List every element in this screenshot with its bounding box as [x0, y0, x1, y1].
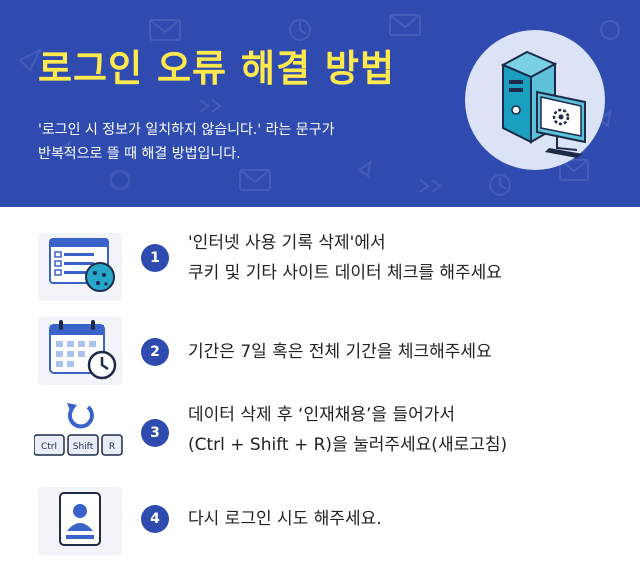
- step-text: 기간은 7일 혹은 전체 기간을 체크해주세요: [188, 337, 492, 367]
- step-number-badge: 4: [141, 505, 169, 533]
- refresh-keys-icon: Ctrl Shift R: [33, 397, 126, 465]
- subtitle-line-1: '로그인 시 정보가 일치하지 않습니다.' 라는 문구가: [38, 122, 335, 138]
- browser-cookie-icon: [34, 233, 126, 301]
- steps-list: 1 '인터넷 사용 기록 삭제'에서 쿠키 및 기타 사이트 데이터 체크를 해…: [0, 207, 640, 580]
- key-r: R: [109, 442, 115, 452]
- computer-settings-illustration: [465, 30, 605, 170]
- step-text: '인터넷 사용 기록 삭제'에서 쿠키 및 기타 사이트 데이터 체크를 해주세…: [188, 228, 502, 288]
- step-number-badge: 3: [141, 419, 169, 447]
- background-pattern: [18, 14, 620, 196]
- subtitle-line-2: 반복적으로 뜰 때 해결 방법입니다.: [38, 146, 241, 162]
- key-shift: Shift: [73, 442, 94, 452]
- step-1-line-1: '인터넷 사용 기록 삭제'에서: [188, 233, 386, 253]
- step-1-line-2: 쿠키 및 기타 사이트 데이터 체크를 해주세요: [188, 263, 502, 283]
- calendar-clock-icon: [34, 317, 126, 385]
- page-subtitle: '로그인 시 정보가 일치하지 않습니다.' 라는 문구가 반복적으로 뜰 때 …: [38, 118, 438, 166]
- step-text: 다시 로그인 시도 해주세요.: [188, 504, 382, 534]
- header-banner: 로그인 오류 해결 방법 '로그인 시 정보가 일치하지 않습니다.' 라는 문…: [0, 0, 640, 207]
- user-login-icon: [34, 487, 126, 555]
- step-4-line-1: 다시 로그인 시도 해주세요.: [188, 509, 382, 529]
- computer-gear-icon: [500, 50, 586, 158]
- step-3-line-2: (Ctrl + Shift + R)을 눌러주세요(새로고침): [188, 435, 508, 455]
- page-title: 로그인 오류 해결 방법: [38, 47, 396, 90]
- step-text: 데이터 삭제 후 ‘인재채용’을 들어가서 (Ctrl + Shift + R)…: [188, 400, 507, 460]
- step-2-line-1: 기간은 7일 혹은 전체 기간을 체크해주세요: [188, 342, 492, 362]
- step-number-badge: 2: [141, 338, 169, 366]
- step-number-badge: 1: [141, 244, 169, 272]
- key-ctrl: Ctrl: [41, 442, 57, 452]
- step-3-line-1: 데이터 삭제 후 ‘인재채용’을 들어가서: [188, 405, 456, 425]
